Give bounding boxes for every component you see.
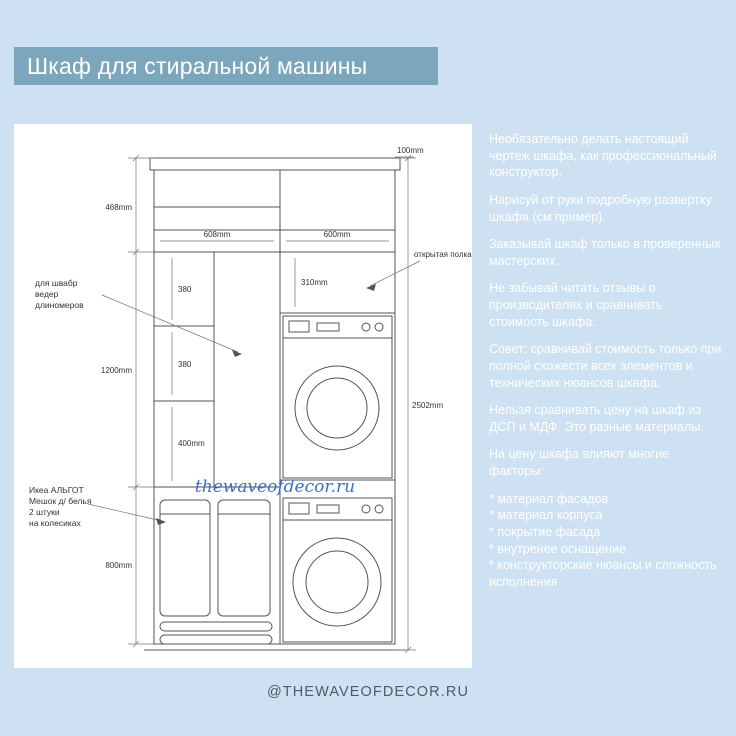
dim-right-width: 600mm bbox=[324, 230, 351, 239]
footer-handle: @THEWAVEOFDECOR.RU bbox=[266, 684, 470, 700]
dim-shelf-c: 400mm bbox=[178, 439, 205, 448]
note-bags: Икеа АЛЬГОТ Мешок д/ белья 2 штуки на ко… bbox=[29, 485, 92, 529]
page-title: Шкаф для стиральной машины bbox=[27, 52, 368, 79]
title-bar: Шкаф для стиральной машины bbox=[14, 47, 438, 85]
tip-paragraph: Не забывай читать отзывы о производителя… bbox=[489, 281, 663, 329]
drawing-panel: 100mm 468mm 1200mm 800mm 608mm 600mm 380… bbox=[14, 124, 472, 668]
dimension-lines bbox=[128, 154, 416, 654]
tip-paragraph: На цену шкафа влияют многие факторы: bbox=[489, 447, 670, 478]
dim-top-depth: 100mm bbox=[397, 146, 424, 155]
tip-paragraph: Необязательно делать настоящий чертеж шк… bbox=[489, 132, 717, 180]
washer-bottom bbox=[282, 497, 393, 643]
dim-section-top: 468mm bbox=[105, 203, 132, 212]
tip-factors-list: * материал фасадов * материал корпуса * … bbox=[489, 491, 717, 589]
dim-shelf-a: 380 bbox=[178, 285, 192, 294]
washer-top bbox=[282, 315, 393, 479]
tips-column: Необязательно делать настоящий чертеж шк… bbox=[489, 131, 723, 601]
dim-total-height: 2502mm bbox=[412, 401, 443, 410]
label-open-shelf: открытая полка bbox=[414, 250, 472, 259]
dim-open-shelf: 310mm bbox=[301, 278, 328, 287]
dim-left-width: 608mm bbox=[204, 230, 231, 239]
laundry-bags bbox=[159, 499, 273, 645]
dim-shelf-b: 380 bbox=[178, 360, 192, 369]
leader-lines bbox=[87, 260, 421, 525]
cabinet-structure bbox=[144, 157, 406, 651]
tip-paragraph: Совет: сравнивай стоимость только при по… bbox=[489, 342, 722, 390]
dim-section-bottom: 800mm bbox=[105, 561, 132, 570]
watermark: thewaveofdecor.ru bbox=[194, 477, 356, 497]
cabinet-diagram: 100mm 468mm 1200mm 800mm 608mm 600mm 380… bbox=[87, 146, 472, 654]
tip-paragraph: Заказывай шкаф только в проверенных маст… bbox=[489, 237, 721, 268]
tip-paragraph: Нарисуй от руки подробную развертку шкаф… bbox=[489, 192, 712, 224]
tip-paragraph: Нельзя сравнивать цену на шкаф из ДСП и … bbox=[489, 403, 704, 434]
note-mops: для швабр ведер длиномеров bbox=[35, 278, 84, 311]
dim-section-mid: 1200mm bbox=[101, 366, 132, 375]
